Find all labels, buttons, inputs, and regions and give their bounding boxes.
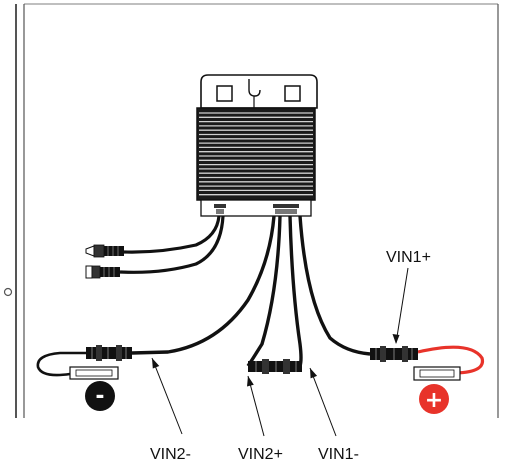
positive-polarity-badge: + — [419, 384, 449, 414]
negative-symbol: - — [95, 384, 104, 409]
leader-lines — [151, 267, 409, 437]
vin2-plus-cable — [246, 215, 282, 367]
leader-vin2-plus — [247, 375, 265, 437]
label-vin2-minus: VIN2- — [150, 446, 191, 463]
ac-cable-1 — [123, 215, 221, 254]
negative-polarity-badge: - — [85, 381, 115, 411]
positive-dust-cap — [413, 366, 461, 381]
leader-vin2-minus — [151, 357, 183, 435]
leader-vin1-plus — [395, 267, 409, 344]
label-vin1-plus: VIN1+ — [386, 249, 431, 266]
ac-output-cables — [119, 215, 225, 274]
label-vin2-plus: VIN2+ — [238, 446, 283, 463]
vin-inline-connector — [248, 359, 302, 374]
leader-vin1-minus — [309, 367, 337, 437]
heatsink-fins — [199, 112, 313, 196]
ac-cable-2 — [119, 215, 225, 274]
heatsink-body — [196, 107, 316, 201]
negative-dust-cap — [69, 366, 119, 380]
enclosure-frame — [3, 3, 499, 418]
ac-connector-1 — [85, 244, 124, 258]
vin1-plus-connector — [370, 346, 418, 362]
vin1-minus-cable — [288, 215, 303, 367]
vin2-minus-connector — [86, 345, 132, 361]
vin1-plus-cable — [298, 215, 485, 375]
ac-connector-2 — [85, 265, 120, 279]
label-vin1-minus: VIN1- — [318, 446, 359, 463]
vin2-minus-cable — [36, 215, 276, 377]
microinverter — [196, 74, 318, 217]
positive-symbol: + — [425, 388, 443, 413]
mounting-hole — [3, 287, 13, 297]
leader-arrowheads — [152, 334, 400, 387]
